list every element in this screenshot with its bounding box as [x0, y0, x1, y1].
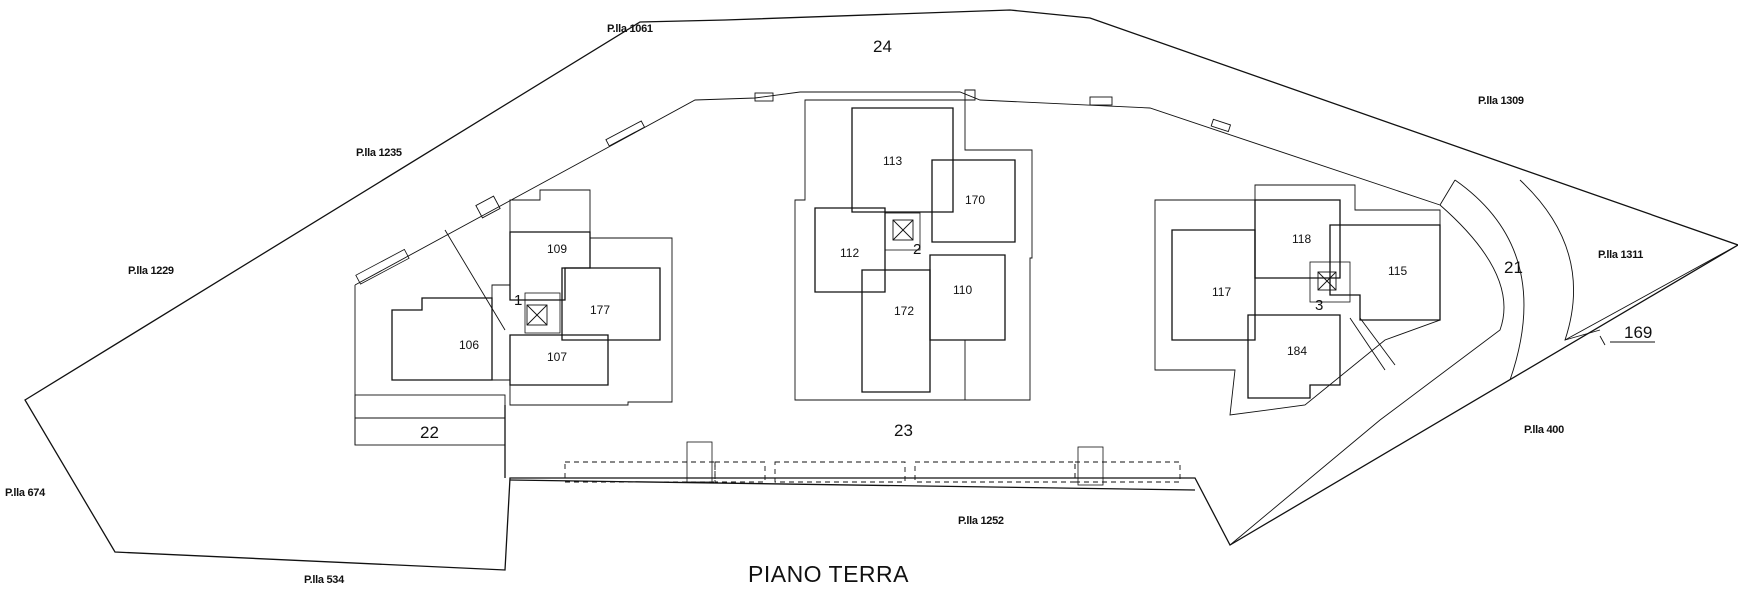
parcel-label-1309: P.lla 1309 [1478, 95, 1524, 107]
zone-label-23: 23 [894, 421, 913, 440]
building-1 [354, 189, 673, 478]
parcel-label-1229: P.lla 1229 [128, 265, 174, 277]
courtyard-boundary [354, 91, 1441, 286]
zone-label-24: 24 [873, 37, 892, 56]
unit-label-170: 170 [965, 193, 986, 207]
zone-label-21: 21 [1504, 258, 1523, 277]
building-2 [794, 89, 1033, 401]
unit-label-109: 109 [547, 242, 568, 256]
unit-label-110: 110 [953, 283, 973, 297]
parcel-label-1311: P.lla 1311 [1598, 249, 1644, 261]
parcel-label-1235: P.lla 1235 [356, 147, 402, 159]
parcel-label-1252: P.lla 1252 [958, 515, 1004, 527]
parcel-label-400: P.lla 400 [1524, 424, 1564, 436]
drawing-title: PIANO TERRA [748, 561, 909, 587]
parcel-label-1061: P.lla 1061 [607, 23, 653, 35]
unit-label-115: 115 [1388, 264, 1408, 278]
parcel-label-534: P.lla 534 [304, 574, 344, 586]
staircase-label-3: 3 [1315, 297, 1324, 314]
unit-label-112: 112 [840, 246, 860, 260]
parcel-label-674: P.lla 674 [5, 487, 45, 499]
unit-label-107: 107 [547, 350, 568, 364]
site-boundary [24, 9, 1738, 571]
unit-label-106: 106 [459, 338, 480, 352]
unit-label-172: 172 [894, 304, 915, 318]
unit-label-117: 117 [1212, 285, 1232, 299]
unit-label-177: 177 [590, 303, 611, 317]
building-3 [1154, 184, 1441, 416]
unit-label-113: 113 [883, 154, 903, 168]
unit-label-118: 118 [1292, 232, 1312, 246]
zone-label-22: 22 [420, 423, 439, 442]
staircase-label-2: 2 [913, 241, 922, 258]
staircase-label-1: 1 [514, 292, 523, 309]
unit-label-184: 184 [1287, 344, 1308, 358]
zone-label-169: 169 [1624, 323, 1653, 342]
garage-row [509, 441, 1196, 491]
